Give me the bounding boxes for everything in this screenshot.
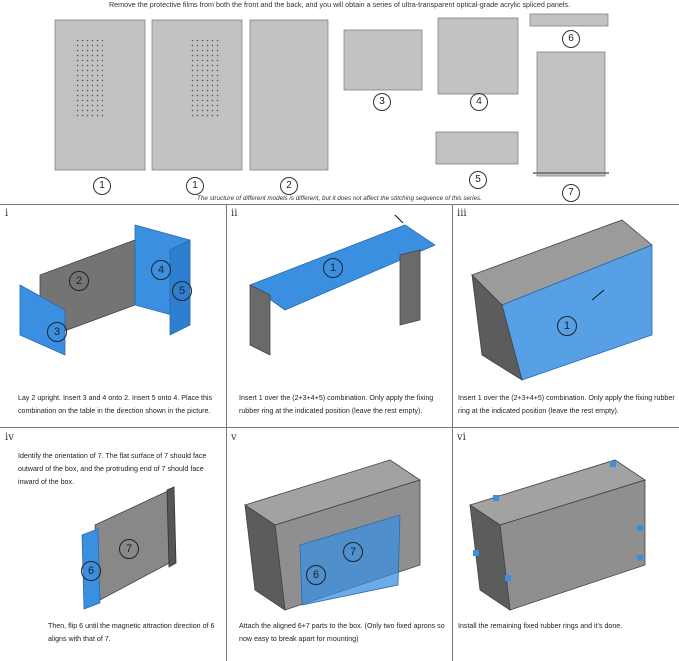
step-iv-text: Then, flip 6 until the magnetic attracti…	[48, 622, 215, 643]
part-badge-1a: 1	[93, 177, 111, 195]
step-ii-label: ii	[231, 208, 238, 219]
separator-col1	[226, 204, 227, 661]
panel-7-shape	[536, 51, 606, 177]
panel-6-shape	[529, 13, 609, 27]
panel-3-shape	[343, 29, 423, 91]
step-iii-label: iii	[457, 208, 467, 219]
separator-col2	[452, 204, 453, 661]
part-badge-1b: 1	[186, 177, 204, 195]
step-iv-badge-6: 6	[81, 561, 101, 581]
part-badge-3: 3	[373, 93, 391, 111]
step-v-text: Attach the aligned 6+7 parts to the box.…	[239, 622, 445, 643]
step-vi-label: vi	[457, 432, 466, 443]
step-vi-text: Install the remaining fixed rubber rings…	[458, 622, 623, 630]
step-iv-label: iv	[5, 432, 14, 443]
panel-4-shape	[437, 17, 519, 95]
panel-5-shape	[435, 131, 519, 165]
part-badge-2: 2	[280, 177, 298, 195]
panel-2-shape	[249, 19, 329, 171]
step-ii-illustration	[249, 215, 436, 356]
step-i-badge-5: 5	[172, 281, 192, 301]
part-badge-7: 7	[562, 184, 580, 202]
step-i-badge-2: 2	[69, 271, 89, 291]
step-iii-badge-1: 1	[557, 316, 577, 336]
step-v-badge-6: 6	[306, 565, 326, 585]
step-i-badge-3: 3	[47, 322, 67, 342]
step-v-badge-7: 7	[343, 542, 363, 562]
header-caption: Remove the protective films from both th…	[108, 0, 571, 9]
step-iii-text: Insert 1 over the (2+3+4+5) combination.…	[458, 394, 675, 415]
step-iii-illustration	[471, 219, 653, 381]
part-badge-6: 6	[562, 30, 580, 48]
step-ii-text: Insert 1 over the (2+3+4+5) combination.…	[239, 394, 434, 415]
step-i-badge-4: 4	[151, 260, 171, 280]
separator-top	[0, 204, 679, 205]
step-i-label: i	[5, 208, 9, 219]
step-v-label: v	[231, 432, 237, 443]
step-vi-illustration	[469, 459, 646, 611]
header-note: The structure of different models is dif…	[197, 195, 482, 202]
step-i-text: Lay 2 upright. Insert 3 and 4 onto 2. In…	[18, 394, 213, 415]
separator-middle	[0, 427, 679, 428]
part-badge-4: 4	[470, 93, 488, 111]
part-badge-5: 5	[469, 171, 487, 189]
step-v-illustration	[244, 459, 421, 611]
panel-parts-illustration	[54, 13, 609, 177]
step-iv-text-top: Identify the orientation of 7. The flat …	[18, 452, 207, 486]
step-iv-badge-7: 7	[119, 539, 139, 559]
step-ii-badge-1: 1	[323, 258, 343, 278]
